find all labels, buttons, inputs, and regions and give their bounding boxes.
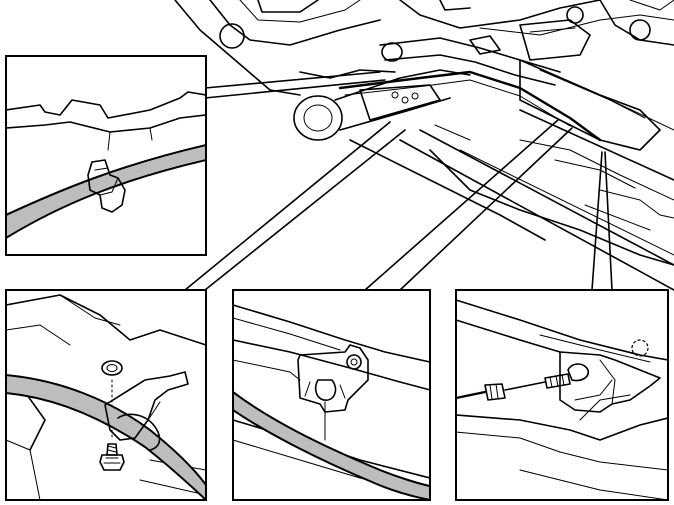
bolt-icon — [99, 443, 125, 471]
panel-cable-end-bracket-detail — [455, 289, 669, 501]
panel-floor-rail-clip-detail — [232, 289, 431, 501]
panel-bracket-bolt-detail — [5, 289, 207, 501]
leader-lines — [184, 71, 613, 291]
vehicle-underbody-main-view — [174, 0, 674, 291]
panel-cable-clip-detail — [5, 55, 207, 256]
